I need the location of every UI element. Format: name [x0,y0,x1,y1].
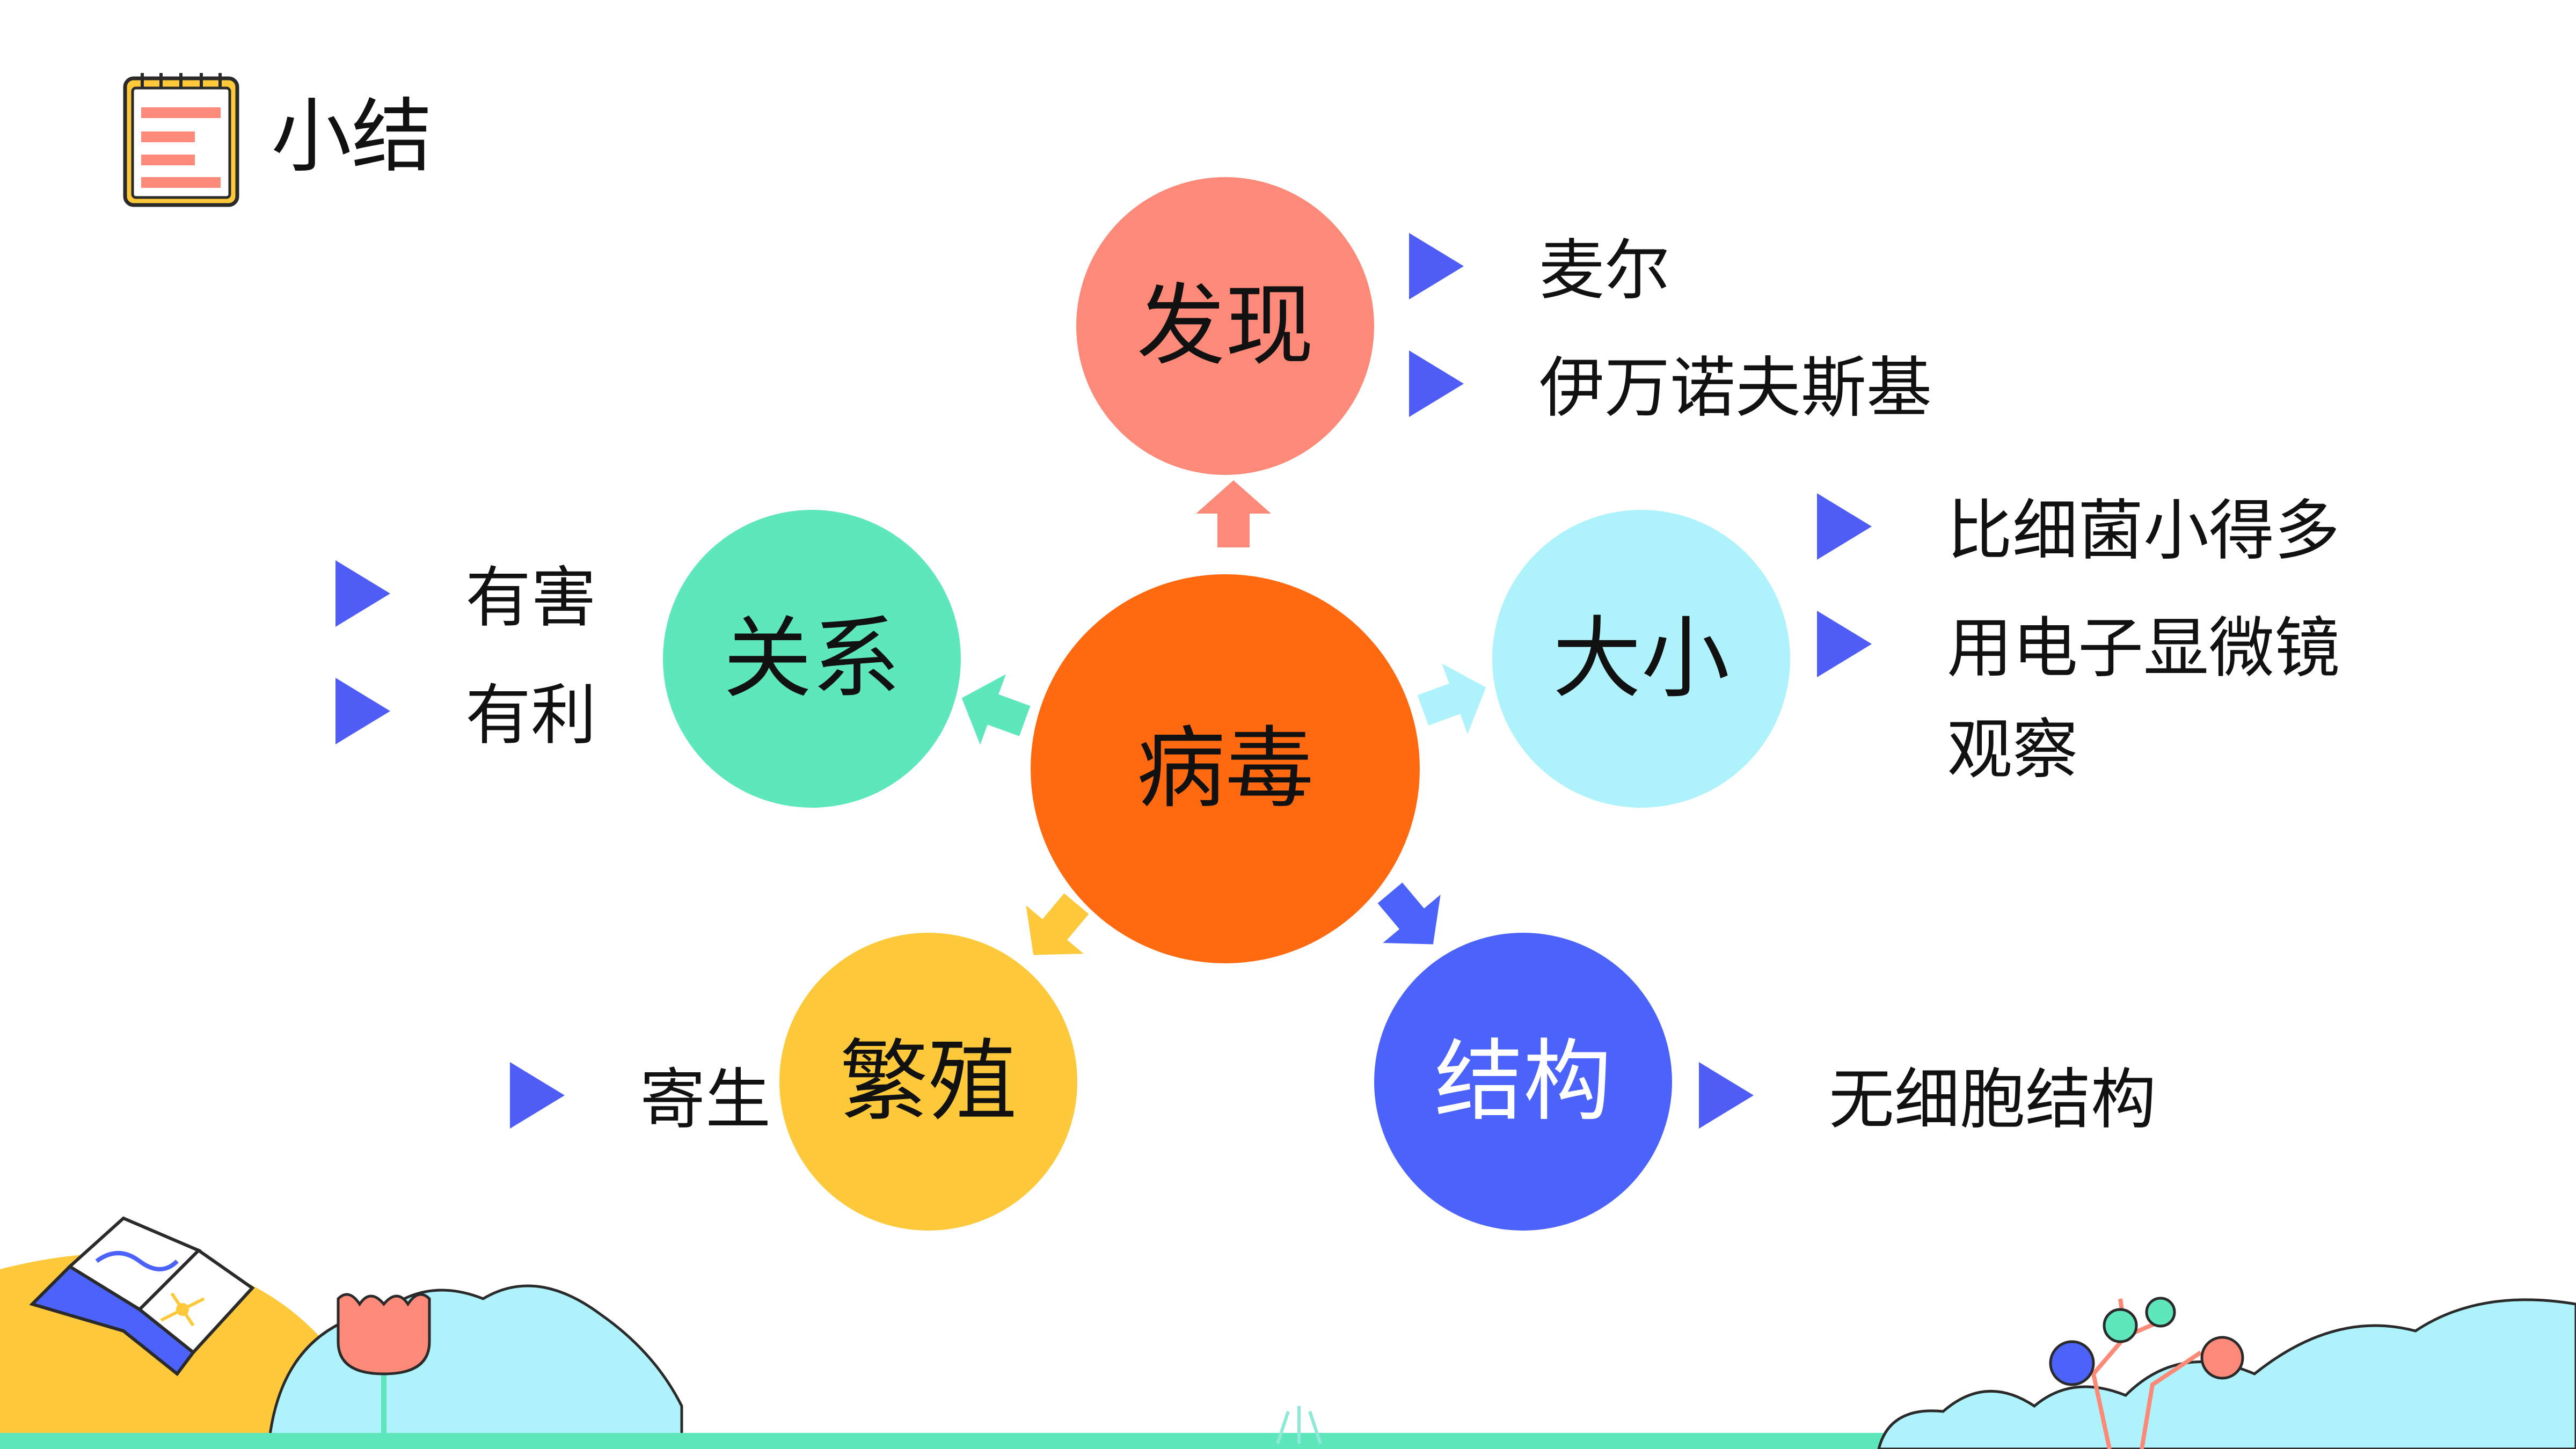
bullet-item: 有利 [335,665,596,766]
triangle-bullet-icon [1409,350,1464,418]
arrow-down-right-icon [1377,882,1441,945]
node-structure: 结构 [1374,933,1672,1231]
arrow-down-left-icon [1026,893,1089,955]
node-size: 大小 [1492,510,1790,808]
grass-tuft [1276,1406,1322,1444]
book-icon [29,1216,255,1377]
bullet-item: 比细菌小得多 [1817,480,2340,582]
triangle-bullet-icon [1699,1062,1754,1129]
triangle-bullet-icon [1817,493,1872,560]
node-reproduction-label: 繁殖 [840,1030,1017,1133]
triangle-bullet-icon [335,678,390,745]
structure-bullets: 无细胞结构 [1699,1049,2156,1151]
bullet-item: 无细胞结构 [1699,1049,2156,1151]
arrow-up-icon [1196,480,1271,547]
bullet-item: 有害 [335,547,596,649]
center-node-label: 病毒 [1136,717,1314,820]
left-cloud [267,1284,683,1449]
arrow-right-icon [1417,663,1486,734]
node-reproduction: 繁殖 [779,933,1077,1231]
bullet-item: 用电子显微镜 [1817,598,2340,699]
center-node: 病毒 [1031,574,1420,963]
bullet-item: 寄生 [510,1049,771,1151]
bullet-item-continuation: 观察 [1947,712,2078,788]
relation-bullets: 有害 有利 [335,547,596,766]
triangle-bullet-icon [510,1062,565,1129]
notepad-icon [123,73,239,207]
size-bullets: 比细菌小得多 用电子显微镜 观察 [1817,480,2340,801]
triangle-bullet-icon [1817,611,1872,678]
tree-icon [2049,1297,2244,1449]
node-size-label: 大小 [1552,607,1730,710]
page-title: 小结 [271,90,433,184]
flower-icon [337,1293,431,1449]
triangle-bullet-icon [1409,233,1464,299]
bullet-item: 麦尔 [1409,220,1932,321]
node-structure-label: 结构 [1434,1030,1612,1133]
discovery-bullets: 麦尔 伊万诺夫斯基 [1409,220,1932,439]
node-relation: 关系 [663,510,961,808]
node-relation-label: 关系 [723,607,901,710]
bullet-item: 伊万诺夫斯基 [1409,338,1932,439]
arrow-left-icon [961,674,1031,745]
node-discovery: 发现 [1076,177,1374,475]
node-discovery-label: 发现 [1136,274,1314,377]
reproduction-bullets: 寄生 [510,1049,771,1151]
triangle-bullet-icon [335,560,390,627]
